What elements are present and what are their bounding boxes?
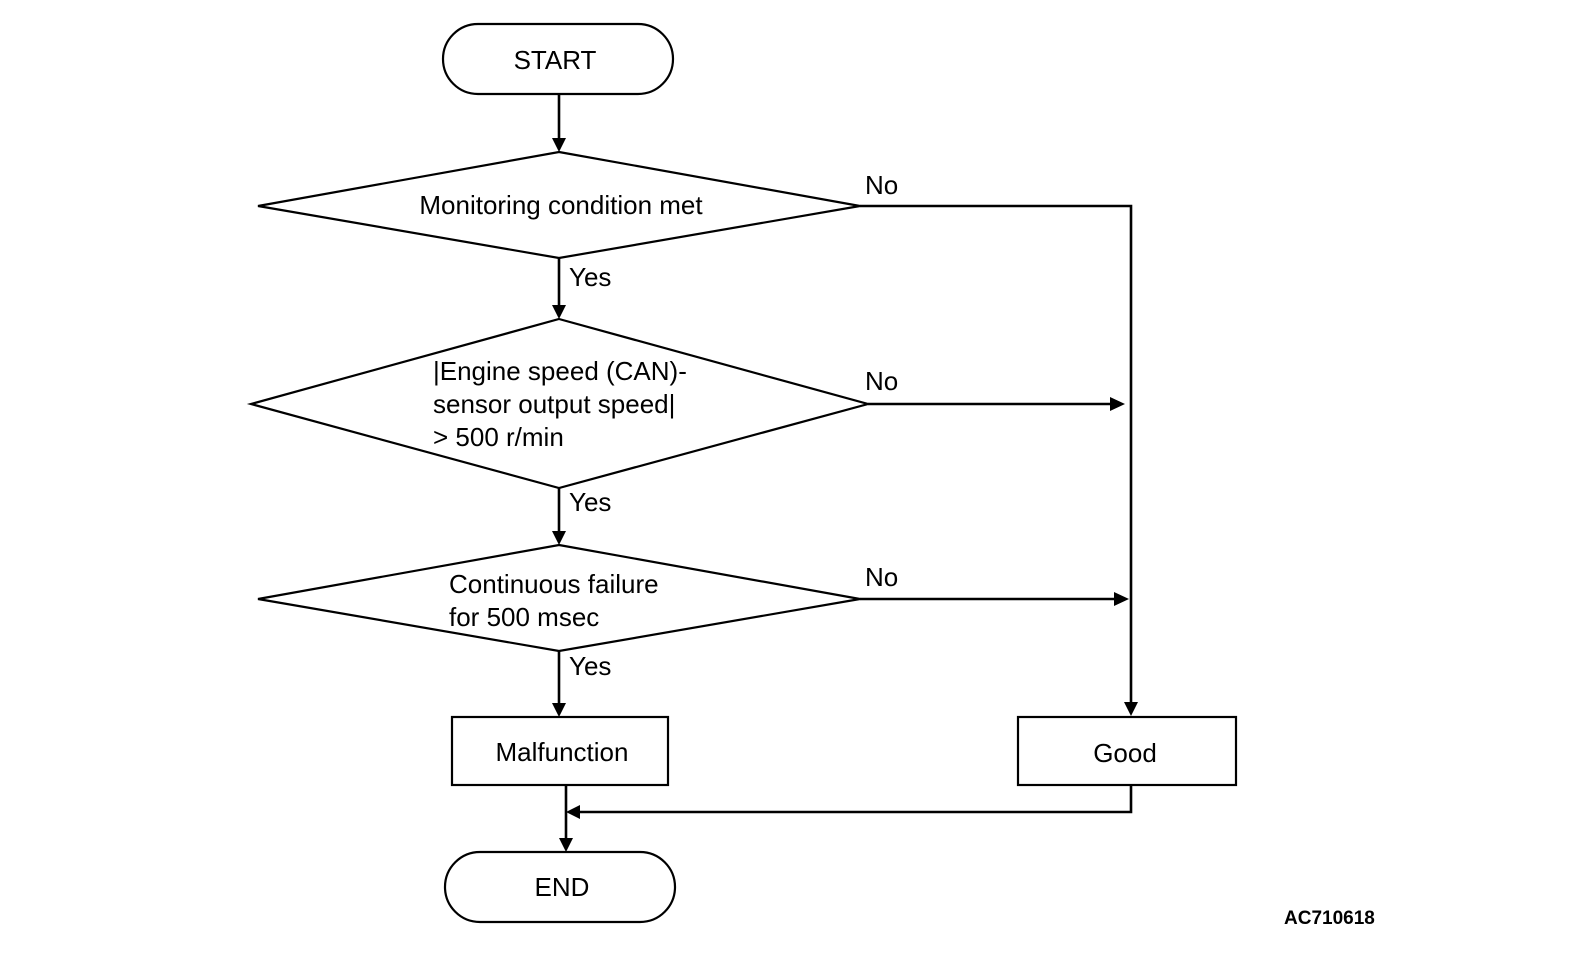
engine-label-line3: > 500 r/min — [433, 422, 564, 452]
continuous-label-line2: for 500 msec — [449, 602, 599, 632]
start-label: START — [514, 45, 597, 75]
no-label-2: No — [865, 366, 898, 396]
continuous-label-line1: Continuous failure — [449, 569, 659, 599]
arrow-engine-yes — [552, 488, 566, 545]
engine-label-line1: |Engine speed (CAN)- — [433, 356, 687, 386]
yes-label-2: Yes — [569, 487, 611, 517]
arrow-malfunction-to-end — [559, 785, 573, 852]
good-node: Good — [1016, 715, 1238, 787]
malfunction-node: Malfunction — [450, 715, 670, 787]
good-label: Good — [1093, 738, 1157, 768]
decision-monitoring: Monitoring condition met — [257, 150, 861, 260]
no-label-1: No — [865, 170, 898, 200]
malfunction-label: Malfunction — [496, 737, 629, 767]
arrow-start-to-monitoring — [552, 94, 566, 152]
yes-label-1: Yes — [569, 262, 611, 292]
end-label: END — [535, 872, 590, 902]
no-label-3: No — [865, 562, 898, 592]
arrow-monitoring-no — [860, 204, 1138, 716]
yes-label-3: Yes — [569, 651, 611, 681]
arrow-monitoring-yes — [552, 258, 566, 319]
monitoring-label: Monitoring condition met — [419, 190, 703, 220]
end-node: END — [443, 850, 677, 924]
arrow-continuous-no — [860, 592, 1129, 606]
decision-continuous-failure: Continuous failure for 500 msec — [257, 543, 861, 653]
start-node: START — [441, 22, 675, 96]
decision-engine-speed: |Engine speed (CAN)- sensor output speed… — [246, 317, 873, 490]
figure-code: AC710618 — [1284, 908, 1375, 929]
arrow-engine-no — [868, 397, 1125, 411]
engine-label-line2: sensor output speed| — [433, 389, 675, 419]
arrow-good-to-merge — [566, 785, 1133, 819]
arrow-continuous-yes — [552, 651, 566, 717]
